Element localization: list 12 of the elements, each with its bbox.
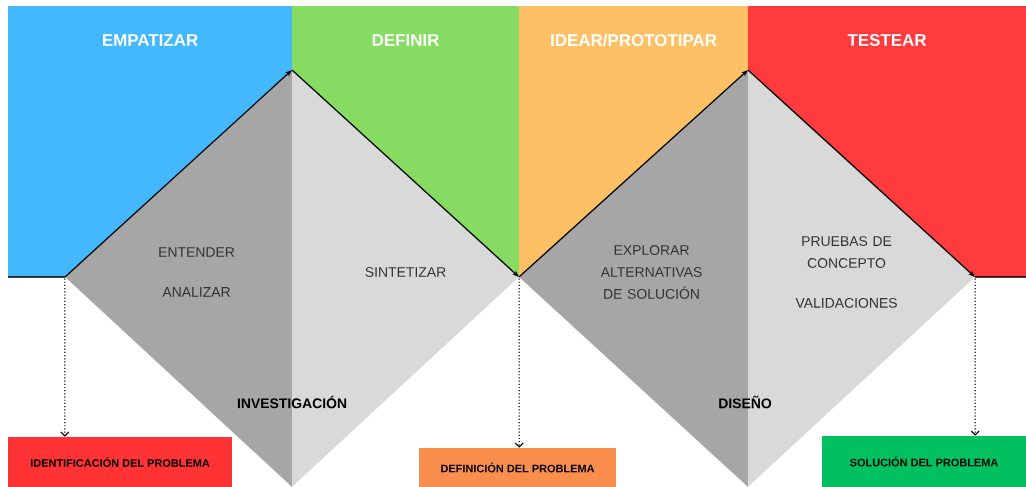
phase-header: IDEAR/PROTOTIPAR <box>551 33 717 47</box>
phase-header: EMPATIZAR <box>103 34 198 46</box>
result-box: SOLUCIÓN DEL PROBLEMA <box>822 436 1026 487</box>
dotted-arrow <box>970 277 980 436</box>
phase-header: DEFINIR <box>372 34 440 46</box>
result-box: IDENTIFICACIÓN DEL PROBLEMA <box>8 437 232 487</box>
phase-label: INVESTIGACIÓN <box>237 395 347 409</box>
phase-header: TESTEAR <box>847 34 927 46</box>
result-box: DEFINICIÓN DEL PROBLEMA <box>419 448 616 487</box>
dotted-arrow <box>60 277 70 437</box>
phase-label: DISEÑO <box>719 395 772 409</box>
dotted-arrow <box>514 277 524 448</box>
